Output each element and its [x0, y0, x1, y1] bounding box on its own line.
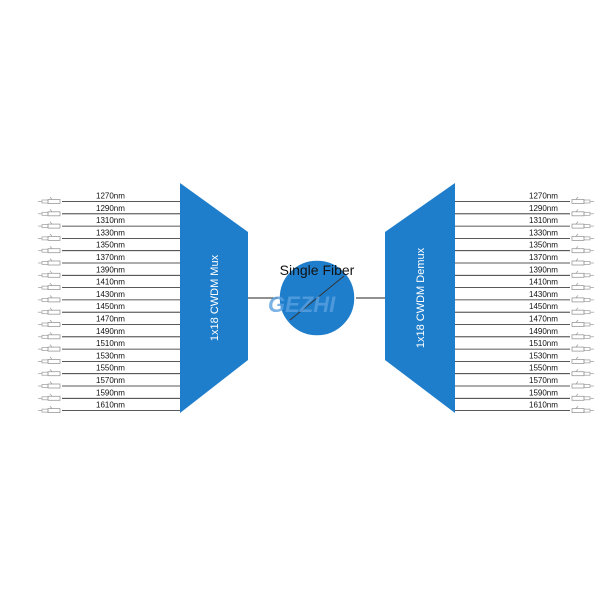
lc-connector-icon [38, 356, 61, 364]
mux-wavelength-label: 1310nm [96, 216, 125, 225]
lc-connector-icon [571, 368, 594, 377]
demux-wavelength-label: 1270nm [529, 192, 558, 201]
lc-connector-icon [38, 258, 61, 266]
lc-connector-icon [38, 307, 61, 315]
mux-wavelength-label: 1410nm [96, 278, 125, 287]
lc-connector-icon [38, 221, 61, 229]
lc-connector-icon [571, 295, 594, 303]
lc-connector-icon [571, 405, 594, 414]
lc-connector-icon [38, 270, 61, 278]
mux-wavelength-label: 1550nm [96, 364, 125, 373]
lc-connector-icon [571, 307, 594, 315]
lc-connector-icon [571, 196, 594, 204]
lc-connector-icon [571, 270, 594, 278]
demux-device [385, 183, 455, 413]
mux-wavelength-label: 1490nm [96, 327, 125, 336]
lc-connector-icon [38, 295, 61, 303]
demux-wavelength-label: 1570nm [529, 376, 558, 385]
lc-connector-icon [38, 196, 61, 204]
demux-wavelength-label: 1510nm [529, 339, 558, 348]
demux-wavelength-label: 1430nm [529, 290, 558, 299]
demux-wavelength-label: 1410nm [529, 278, 558, 287]
lc-connector-icon [38, 282, 61, 291]
mux-wavelength-label: 1390nm [96, 265, 125, 274]
mux-wavelength-label: 1470nm [96, 315, 125, 324]
demux-wavelength-label: 1450nm [529, 302, 558, 311]
lc-connector-icon [38, 209, 61, 217]
mux-label: 1x18 CWDM Mux [209, 254, 221, 341]
demux-wavelength-label: 1370nm [529, 253, 558, 262]
lc-connector-icon [571, 319, 594, 327]
mux-wavelength-label: 1610nm [96, 401, 125, 410]
demux-wavelength-label: 1390nm [529, 265, 558, 274]
lc-connector-icon [571, 245, 594, 254]
lc-connector-icon [38, 332, 61, 340]
demux-channel-group: 1270nm 1290nm 1310nm 1330nm 1350nm 1370nm 1390… [455, 192, 594, 414]
mux-wavelength-label: 1370nm [96, 253, 125, 262]
mux-device [180, 183, 248, 413]
mux-wavelength-label: 1590nm [96, 388, 125, 397]
mux-wavelength-label: 1330nm [96, 228, 125, 237]
mux-wavelength-label: 1570nm [96, 376, 125, 385]
mux-wavelength-label: 1290nm [96, 204, 125, 213]
lc-connector-icon [38, 405, 61, 414]
demux-wavelength-label: 1290nm [529, 204, 558, 213]
demux-wavelength-label: 1610nm [529, 401, 558, 410]
demux-wavelength-label: 1490nm [529, 327, 558, 336]
demux-wavelength-label: 1530nm [529, 351, 558, 360]
lc-connector-icon [571, 356, 594, 364]
demux-wavelength-label: 1470nm [529, 315, 558, 324]
lc-connector-icon [571, 282, 594, 291]
demux-wavelength-label: 1550nm [529, 364, 558, 373]
lc-connector-icon [571, 332, 594, 340]
fiber-crossing-line [289, 275, 345, 321]
lc-connector-icon [571, 221, 594, 229]
lc-connector-icon [571, 344, 594, 352]
lc-connector-icon [571, 233, 594, 241]
lc-connector-icon [571, 381, 594, 389]
mux-wavelength-label: 1530nm [96, 351, 125, 360]
demux-wavelength-label: 1590nm [529, 388, 558, 397]
mux-wavelength-label: 1430nm [96, 290, 125, 299]
lc-connector-icon [571, 209, 594, 217]
mux-channel-group: 1270nm 1290nm 1310nm 1330nm 1350nm 1370nm 1390… [38, 192, 181, 414]
single-fiber-label: Single Fiber [280, 262, 355, 278]
mux-wavelength-label: 1270nm [96, 192, 125, 201]
lc-connector-icon [38, 368, 61, 377]
watermark-logo: GEZHI [268, 292, 336, 317]
lc-connector-icon [38, 245, 61, 254]
demux-label: 1x18 CWDM Demux [415, 247, 427, 348]
mux-wavelength-label: 1510nm [96, 339, 125, 348]
lc-connector-icon [38, 233, 61, 241]
demux-wavelength-label: 1310nm [529, 216, 558, 225]
lc-connector-icon [38, 344, 61, 352]
lc-connector-icon [38, 393, 61, 401]
lc-connector-icon [38, 381, 61, 389]
lc-connector-icon [571, 393, 594, 401]
demux-wavelength-label: 1350nm [529, 241, 558, 250]
lc-connector-icon [571, 258, 594, 266]
mux-wavelength-label: 1450nm [96, 302, 125, 311]
demux-wavelength-label: 1330nm [529, 228, 558, 237]
mux-wavelength-label: 1350nm [96, 241, 125, 250]
lc-connector-icon [38, 319, 61, 327]
